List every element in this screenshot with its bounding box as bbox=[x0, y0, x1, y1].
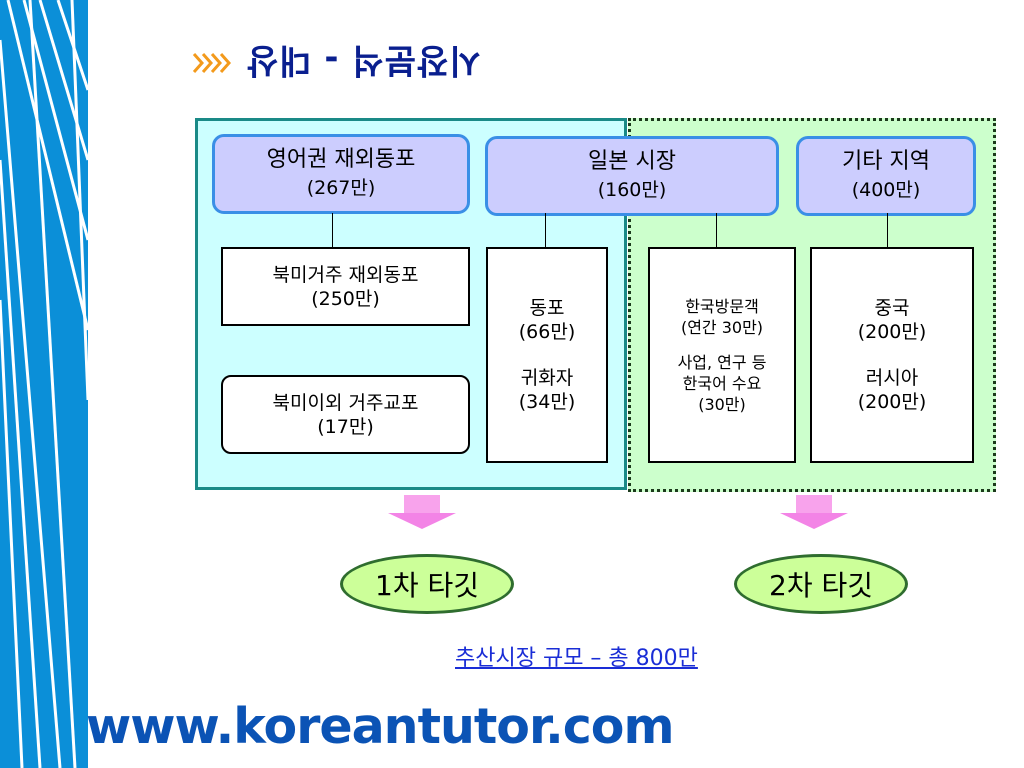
outside-north-america-label: 북미이외 거주교포 bbox=[272, 391, 419, 414]
footer-website: www.koreantutor.com bbox=[86, 698, 675, 755]
english-diaspora-header: 영어권 재외동포 (267만) bbox=[212, 134, 470, 214]
visitors-count: (연간 30만) bbox=[680, 317, 764, 337]
spacer bbox=[812, 344, 972, 366]
korea-visitors-box: 한국방문객 (연간 30만) 사업, 연구 등 한국어 수요 (30만) bbox=[648, 247, 796, 463]
chevron-arrows-icon bbox=[192, 53, 232, 73]
outside-north-america-count: (17만) bbox=[317, 415, 374, 438]
connector-line bbox=[716, 213, 717, 247]
primary-target-label: 1차 타깃 bbox=[375, 569, 479, 602]
decorative-stripe bbox=[0, 0, 88, 768]
other-regions-header: 기타 지역 (400만) bbox=[796, 136, 976, 216]
other-regions-label: 기타 지역 bbox=[842, 149, 930, 174]
english-diaspora-label: 영어권 재외동포 bbox=[266, 147, 416, 172]
english-diaspora-count: (267만) bbox=[306, 177, 376, 199]
visitors-label: 한국방문객 bbox=[685, 296, 759, 316]
japan-korean-count: (66만) bbox=[518, 321, 576, 343]
other-regions-count: (400만) bbox=[851, 179, 921, 201]
japan-market-count: (160만) bbox=[597, 179, 667, 201]
japan-market-label: 일본 시장 bbox=[588, 149, 676, 174]
china-count: (200만) bbox=[857, 321, 927, 343]
north-america-diaspora-count: (250만) bbox=[311, 287, 380, 310]
japan-market-header: 일본 시장 (160만) bbox=[485, 136, 779, 216]
spacer bbox=[650, 338, 794, 352]
china-label: 중국 bbox=[874, 297, 910, 319]
japan-korean-label: 동포 bbox=[529, 297, 565, 319]
outside-north-america-box: 북미이외 거주교포 (17만) bbox=[221, 375, 470, 454]
connector-line bbox=[545, 213, 546, 247]
north-america-diaspora-box: 북미거주 재외동포 (250만) bbox=[221, 247, 470, 326]
page-title: 시장분석 - 대상 bbox=[246, 39, 481, 80]
connector-line bbox=[332, 213, 333, 247]
total-market-link[interactable]: 추산시장 규모 – 총 800만 bbox=[455, 646, 698, 671]
russia-label: 러시아 bbox=[865, 367, 919, 389]
secondary-target-label: 2차 타깃 bbox=[769, 569, 873, 602]
naturalized-count: (34만) bbox=[518, 391, 576, 413]
japan-detail-box: 동포 (66만) 귀화자 (34만) bbox=[486, 247, 608, 463]
russia-count: (200만) bbox=[857, 391, 927, 413]
naturalized-label: 귀화자 bbox=[520, 367, 574, 389]
primary-target-oval: 1차 타깃 bbox=[340, 554, 514, 614]
demand-label-1: 사업, 연구 등 bbox=[677, 352, 767, 372]
down-arrow-icon bbox=[388, 495, 456, 529]
demand-label-2: 한국어 수요 bbox=[682, 373, 762, 393]
north-america-diaspora-label: 북미거주 재외동포 bbox=[272, 263, 419, 286]
demand-count: (30만) bbox=[698, 394, 746, 414]
connector-line bbox=[887, 213, 888, 247]
secondary-target-oval: 2차 타깃 bbox=[734, 554, 908, 614]
china-russia-box: 중국 (200만) 러시아 (200만) bbox=[810, 247, 974, 463]
spacer bbox=[488, 344, 606, 366]
down-arrow-icon bbox=[780, 495, 848, 529]
title-row: 시장분석 - 대상 bbox=[192, 38, 480, 88]
